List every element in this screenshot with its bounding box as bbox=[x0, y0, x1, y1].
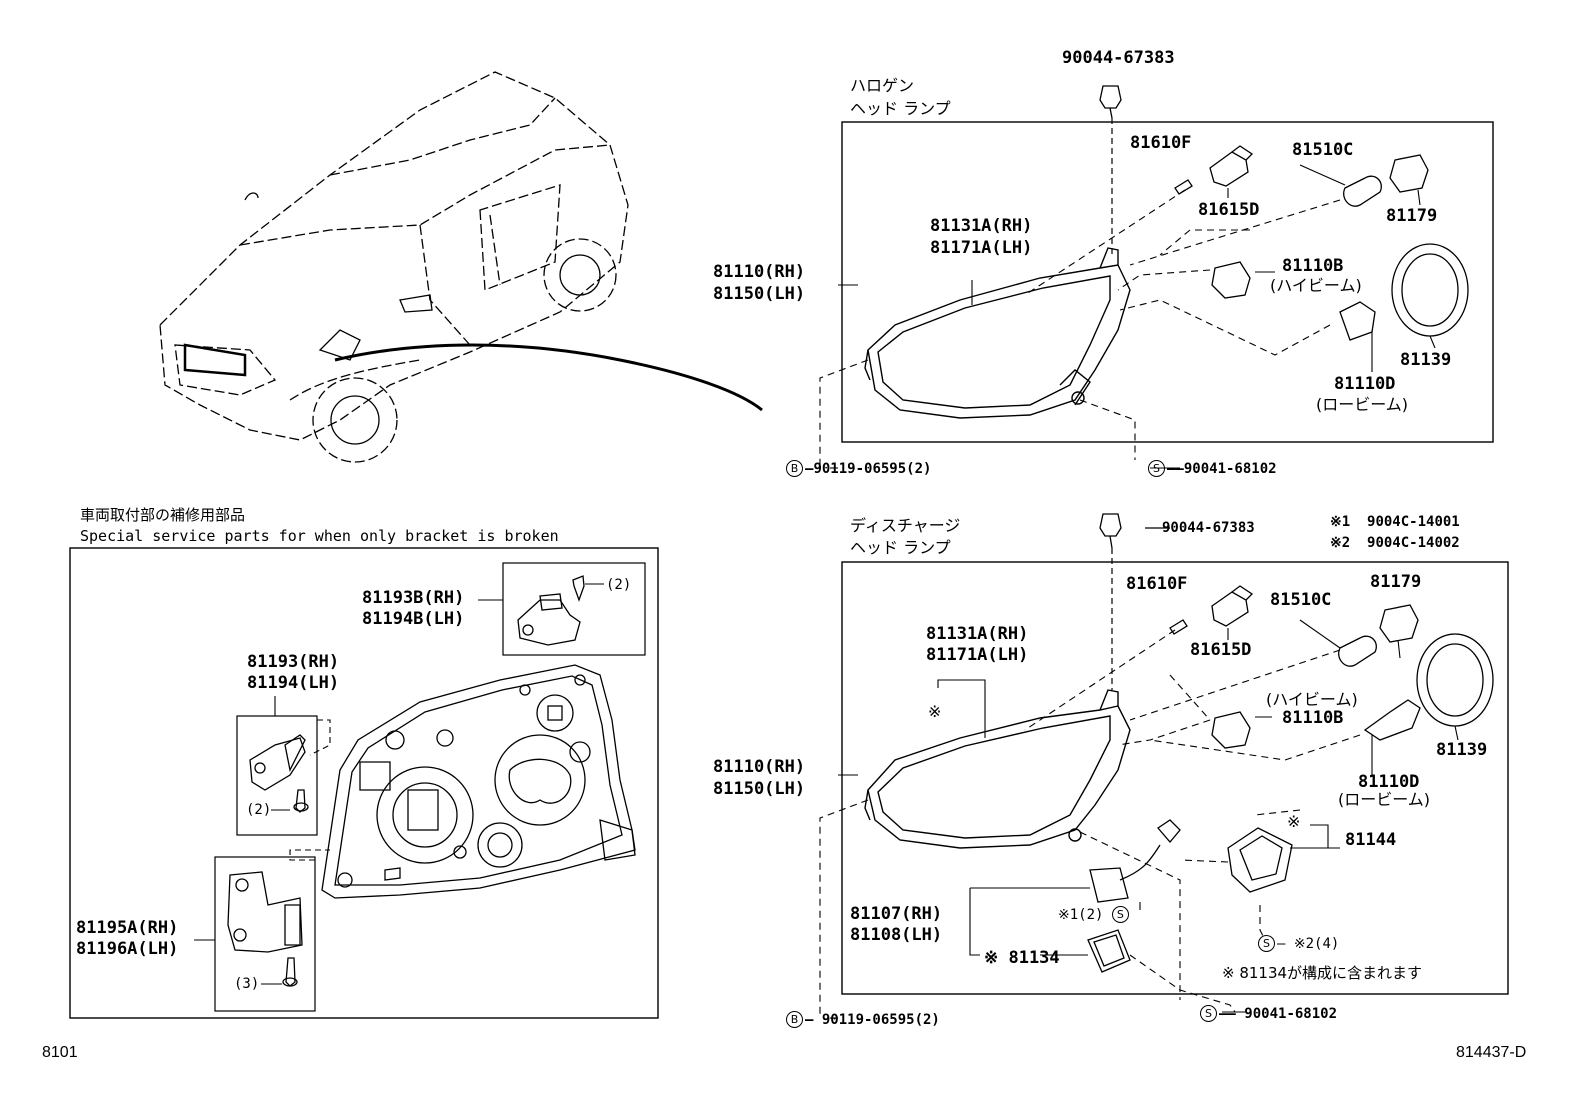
halogen-clip bbox=[1099, 85, 1122, 119]
halogen-headlamp bbox=[864, 247, 1131, 419]
discharge-lens-lh-label: 81171A(LH) bbox=[926, 645, 1029, 665]
discharge-lens-rh-label: 81131A(RH) bbox=[926, 624, 1029, 644]
bracket-a-box bbox=[236, 715, 318, 836]
bracket-b-box bbox=[502, 562, 646, 656]
bracket-title-jp: 車両取付部の補修用部品 bbox=[80, 506, 246, 524]
discharge-title-line1: ディスチャージ bbox=[850, 516, 961, 535]
bracket-c-qty: (3) bbox=[234, 976, 260, 992]
bracket-title-en: Special service parts for when only brac… bbox=[80, 527, 559, 545]
bracket-c-lh-label: 81196A(LH) bbox=[76, 939, 179, 959]
halogen-81139-label: 81139 bbox=[1400, 350, 1452, 370]
halogen-unit-rh-label: 81110(RH) bbox=[713, 262, 806, 282]
halogen-81615d-label: 81615D bbox=[1198, 200, 1260, 220]
discharge-unit-rh-label: 81110(RH) bbox=[713, 757, 806, 777]
halogen-title-line2: ヘッド ランプ bbox=[850, 99, 951, 118]
discharge-included-note: ※ 81134が構成に含まれます bbox=[1222, 964, 1423, 982]
mark-s-icon: S bbox=[1148, 460, 1165, 477]
halogen-frame bbox=[841, 121, 1494, 443]
halogen-clip-label: 90044-67383 bbox=[1062, 48, 1175, 68]
discharge-unit-lh-label: 81150(LH) bbox=[713, 779, 806, 799]
halogen-hi-note: (ハイビーム) bbox=[1270, 276, 1362, 295]
discharge-81615d-label: 81615D bbox=[1190, 640, 1252, 660]
headlamp-rear-view bbox=[321, 664, 636, 899]
discharge-81610f-label: 81610F bbox=[1126, 574, 1188, 594]
discharge-screw-b: B— 90119-06595(2) bbox=[786, 1010, 940, 1030]
discharge-title-line2: ヘッド ランプ bbox=[850, 538, 951, 557]
halogen-81110d-label: 81110D bbox=[1334, 374, 1396, 394]
discharge-headlamp bbox=[864, 689, 1131, 849]
discharge-frame bbox=[841, 561, 1509, 995]
discharge-81144-asterisk: ※ bbox=[1287, 812, 1301, 831]
mark-s-icon: S bbox=[1200, 1005, 1217, 1022]
discharge-clip bbox=[1099, 513, 1122, 549]
halogen-screw-s-code: 90041-68102 bbox=[1183, 461, 1277, 477]
bracket-a-lh-label: 81194(LH) bbox=[247, 673, 340, 693]
discharge-computer-lh-label: 81108(LH) bbox=[850, 925, 943, 945]
discharge-81179-label: 81179 bbox=[1370, 572, 1422, 592]
halogen-81510c-label: 81510C bbox=[1292, 140, 1354, 160]
halogen-81610f-label: 81610F bbox=[1130, 133, 1192, 153]
halogen-lens-lh-label: 81171A(LH) bbox=[930, 238, 1033, 258]
discharge-81139-label: 81139 bbox=[1436, 740, 1488, 760]
bracket-c-box bbox=[214, 856, 316, 1012]
halogen-unit-lh-label: 81150(LH) bbox=[713, 284, 806, 304]
halogen-screw-s: S——90041-68102 bbox=[1148, 459, 1277, 479]
bracket-b-lh-label: 81194B(LH) bbox=[362, 609, 465, 629]
screw-note1-text: ※1(2) bbox=[1058, 907, 1104, 923]
footer-left-code: 8101 bbox=[42, 1044, 78, 1061]
halogen-screw-b: B—90119-06595(2) bbox=[786, 459, 931, 479]
bracket-frame bbox=[69, 547, 659, 1019]
discharge-screw-s: S—— 90041-68102 bbox=[1200, 1004, 1337, 1024]
discharge-clip-label: 90044-67383 bbox=[1162, 520, 1255, 536]
screw-note2-text: ※2(4) bbox=[1293, 936, 1340, 952]
discharge-screw-b-code: 90119-06595(2) bbox=[821, 1012, 940, 1028]
bracket-b-rh-label: 81193B(RH) bbox=[362, 588, 465, 608]
mark-b-icon: B bbox=[786, 460, 803, 477]
bracket-pieces bbox=[227, 575, 585, 987]
mark-s-icon: S bbox=[1258, 935, 1275, 952]
halogen-lens-rh-label: 81131A(RH) bbox=[930, 216, 1033, 236]
bracket-c-rh-label: 81195A(RH) bbox=[76, 918, 179, 938]
vehicle-illustration bbox=[159, 71, 629, 463]
discharge-note2: ※2 9004C-14002 bbox=[1330, 535, 1460, 551]
mark-s-icon: S bbox=[1111, 906, 1129, 923]
discharge-lo-note: (ロービーム) bbox=[1338, 790, 1431, 809]
halogen-81179-label: 81179 bbox=[1386, 206, 1438, 226]
bracket-a-qty: (2) bbox=[246, 802, 272, 818]
discharge-gasket-label: ※ 81134 bbox=[984, 948, 1060, 968]
bracket-b-qty: (2) bbox=[606, 577, 632, 593]
discharge-computer-rh-label: 81107(RH) bbox=[850, 904, 943, 924]
discharge-screw-note2: S— ※2(4) bbox=[1258, 934, 1339, 954]
discharge-81110b-label: 81110B bbox=[1282, 708, 1344, 728]
vehicle-pointer-line bbox=[334, 343, 763, 412]
discharge-81144-label: 81144 bbox=[1345, 830, 1397, 850]
discharge-screw-note1: ※1(2) S bbox=[1058, 905, 1131, 925]
discharge-81110d-label: 81110D bbox=[1358, 772, 1420, 792]
halogen-81110b-label: 81110B bbox=[1282, 256, 1344, 276]
discharge-hi-note: (ハイビーム) bbox=[1266, 690, 1358, 709]
discharge-screw-s-code: 90041-68102 bbox=[1244, 1006, 1338, 1022]
bracket-a-rh-label: 81193(RH) bbox=[247, 652, 340, 672]
mark-b-icon: B bbox=[786, 1011, 803, 1028]
discharge-bulb-parts bbox=[1087, 585, 1494, 973]
halogen-lo-note: (ロービーム) bbox=[1316, 395, 1409, 414]
discharge-81510c-label: 81510C bbox=[1270, 590, 1332, 610]
halogen-title-line1: ハロゲン bbox=[850, 76, 915, 95]
halogen-screw-b-code: 90119-06595(2) bbox=[813, 461, 932, 477]
discharge-lens-asterisk: ※ bbox=[928, 702, 942, 721]
discharge-note1: ※1 9004C-14001 bbox=[1330, 514, 1460, 530]
footer-right-code: 814437-D bbox=[1456, 1044, 1527, 1061]
